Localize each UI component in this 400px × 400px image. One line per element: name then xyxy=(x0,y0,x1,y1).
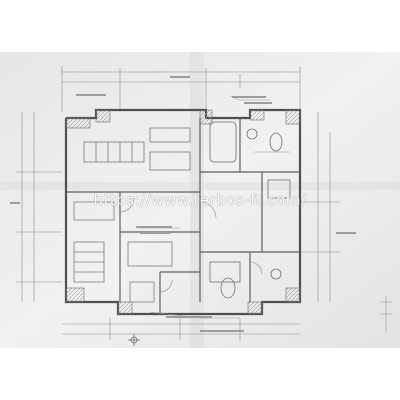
dimension-lines-top xyxy=(61,66,301,112)
kitchen-cabinetry xyxy=(83,127,191,171)
bath-fixtures xyxy=(209,121,291,299)
furniture-lower-left xyxy=(73,201,173,303)
floor-plan-sheet xyxy=(0,52,400,348)
dimension-lines-bottom xyxy=(62,318,300,340)
hatched-columns xyxy=(65,109,301,315)
door-swings xyxy=(119,197,263,293)
dimension-lines-left xyxy=(16,112,62,302)
paper-fold-shadow xyxy=(190,52,204,348)
interior-walls xyxy=(66,118,300,314)
title-block-marks xyxy=(380,296,392,332)
dimension-lines-right xyxy=(300,112,340,302)
illegible-annotations xyxy=(10,76,356,332)
compass-symbol xyxy=(128,334,140,346)
